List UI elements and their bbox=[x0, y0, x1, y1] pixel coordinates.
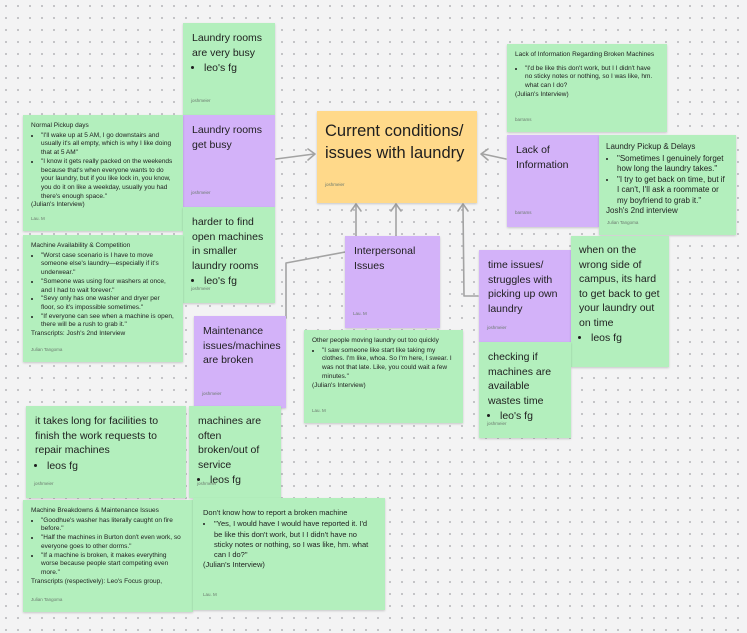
center-topic-title: Current conditions/ issues with laundry bbox=[325, 122, 465, 162]
arrowhead bbox=[480, 148, 489, 161]
sticky-note-breakdowns[interactable]: Machine Breakdowns & Maintenance Issues … bbox=[23, 500, 193, 612]
arrowhead bbox=[457, 203, 469, 212]
sticky-note-lack-info-quote[interactable]: Lack of Information Regarding Broken Mac… bbox=[507, 44, 667, 132]
note-title: Machine Breakdowns & Maintenance Issues bbox=[31, 507, 159, 514]
note-author: Lau. M bbox=[353, 310, 367, 316]
note-title: Maintenance issues/machines are broken bbox=[203, 325, 281, 366]
note-bullet: leo's fg bbox=[204, 61, 266, 76]
note-footer: (Julian's Interview) bbox=[515, 90, 569, 98]
note-title: when on the wrong side of campus, its ha… bbox=[579, 244, 660, 329]
note-bullet: "I saw someone like start like taking my… bbox=[322, 347, 455, 382]
note-author: Julian Tangoma bbox=[31, 597, 63, 603]
note-bullet: "Worst case scenario is I have to move s… bbox=[41, 252, 175, 278]
note-bullet: leos fg bbox=[210, 473, 272, 488]
note-footer: Transcripts (respectively): Leo's Focus … bbox=[31, 577, 163, 585]
note-bullet: leos fg bbox=[47, 459, 177, 474]
note-bullet: "Sometimes I genuinely forget how long t… bbox=[617, 154, 729, 175]
category-note-lack-info[interactable]: Lack of Information barrams bbox=[507, 135, 599, 227]
sticky-note-often-broken[interactable]: machines are often broken/out of service… bbox=[189, 406, 281, 498]
connector-maintenance-to-center bbox=[285, 205, 357, 319]
note-title: checking if machines are available waste… bbox=[488, 351, 552, 407]
note-title: machines are often broken/out of service bbox=[198, 415, 262, 471]
note-bullet: "I'd be like this don't work, but I I di… bbox=[525, 65, 659, 91]
sticky-note-wrong-side[interactable]: when on the wrong side of campus, its ha… bbox=[571, 236, 669, 367]
note-author: Lau. M bbox=[203, 591, 217, 597]
note-author: joshmeier bbox=[34, 480, 54, 486]
sticky-note-pickup-delays[interactable]: Laundry Pickup & Delays "Sometimes I gen… bbox=[599, 135, 736, 235]
note-author: joshmeier bbox=[197, 480, 217, 486]
note-title: Other people moving laundry out too quic… bbox=[312, 337, 439, 344]
note-author: barrams bbox=[515, 209, 532, 215]
note-author: joshmeier bbox=[325, 182, 345, 187]
note-bullet: "If a machine is broken, it makes everyt… bbox=[41, 552, 185, 578]
note-bullet: leo's fg bbox=[500, 409, 562, 424]
note-title: harder to find open machines in smaller … bbox=[192, 216, 264, 272]
note-title: Don't know how to report a broken machin… bbox=[203, 508, 348, 517]
note-bullet: "I'll wake up at 5 AM, I go downstairs a… bbox=[41, 132, 175, 158]
note-author: Julian Tangoma bbox=[607, 219, 639, 225]
connector-time-to-center bbox=[462, 205, 479, 297]
note-author: joshmeier bbox=[487, 324, 507, 330]
note-title: it takes long for facilities to finish t… bbox=[35, 415, 159, 456]
category-note-maintenance[interactable]: Maintenance issues/machines are broken j… bbox=[194, 316, 286, 408]
note-author: barrams bbox=[515, 117, 532, 123]
sticky-note-moving-laundry[interactable]: Other people moving laundry out too quic… bbox=[304, 330, 463, 423]
arrowhead bbox=[350, 203, 362, 212]
sticky-note-normal-pickup[interactable]: Normal Pickup days "I'll wake up at 5 AM… bbox=[23, 115, 183, 231]
note-title: Laundry Pickup & Delays bbox=[606, 142, 696, 151]
note-bullet: "If everyone can see when a machine is o… bbox=[41, 313, 175, 330]
note-author: joshmeier bbox=[487, 420, 507, 426]
note-author: joshmeier bbox=[191, 97, 211, 103]
connector-busy-to-center bbox=[275, 153, 315, 160]
note-title: Lack of Information bbox=[516, 144, 569, 171]
category-note-busy[interactable]: Laundry rooms get busy joshmeier bbox=[183, 115, 275, 207]
note-title: Lack of Information Regarding Broken Mac… bbox=[515, 51, 655, 58]
note-bullet: "Half the machines in Burton don't even … bbox=[41, 534, 185, 551]
note-title: Machine Availability & Competition bbox=[31, 242, 131, 249]
note-title: time issues/ struggles with picking up o… bbox=[488, 259, 558, 315]
note-author: Lau. M bbox=[31, 216, 45, 222]
note-bullet: "Goodhue's washer has literally caught o… bbox=[41, 517, 185, 534]
note-author: Julian Tangoma bbox=[31, 347, 63, 353]
center-topic-note[interactable]: Current conditions/ issues with laundry … bbox=[317, 111, 477, 203]
sticky-note-availability[interactable]: Machine Availability & Competition "Wors… bbox=[23, 235, 183, 362]
note-bullet: "Sevy only has one washer and dryer per … bbox=[41, 295, 175, 312]
note-bullet: "Yes, I would have I would have reported… bbox=[214, 519, 375, 560]
category-note-interpersonal[interactable]: Interpersonal Issues Lau. M bbox=[345, 236, 440, 328]
note-title: Laundry rooms get busy bbox=[192, 124, 263, 151]
connector-lackinfo-to-center bbox=[482, 153, 507, 160]
arrowhead bbox=[390, 203, 402, 212]
category-note-time[interactable]: time issues/ struggles with picking up o… bbox=[479, 250, 571, 342]
note-footer: Transcripts: Josh's 2nd Interview bbox=[31, 330, 126, 338]
sticky-note-checking[interactable]: checking if machines are available waste… bbox=[479, 342, 571, 438]
note-footer: (Julian's Interview) bbox=[312, 381, 366, 389]
sticky-note-report-broken[interactable]: Don't know how to report a broken machin… bbox=[193, 498, 385, 610]
note-footer: Josh's 2nd interview bbox=[606, 206, 678, 215]
sticky-note-busy-rooms[interactable]: Laundry rooms are very busy leo's fg jos… bbox=[183, 23, 275, 115]
sticky-note-facilities[interactable]: it takes long for facilities to finish t… bbox=[26, 406, 186, 498]
note-author: Lau. M bbox=[312, 408, 326, 414]
note-title: Laundry rooms are very busy bbox=[192, 32, 263, 59]
note-footer: (Julian's Interview) bbox=[31, 201, 85, 209]
note-title: Normal Pickup days bbox=[31, 122, 89, 129]
note-bullet: leos fg bbox=[591, 331, 661, 346]
note-author: joshmeier bbox=[191, 189, 211, 195]
note-title: Interpersonal Issues bbox=[354, 245, 416, 272]
sticky-note-hard-to-find[interactable]: harder to find open machines in smaller … bbox=[183, 207, 275, 303]
note-bullet: "I try to get back on time, but if I can… bbox=[617, 175, 729, 207]
note-footer: (Julian's Interview) bbox=[203, 560, 265, 570]
note-author: joshmeier bbox=[191, 285, 211, 291]
note-bullet: leo's fg bbox=[204, 274, 266, 289]
note-bullet: "Someone was using four washers at once,… bbox=[41, 278, 175, 295]
note-bullet: "I know it gets really packed on the wee… bbox=[41, 158, 175, 202]
note-author: joshmeier bbox=[202, 390, 222, 396]
arrowhead bbox=[307, 148, 316, 161]
